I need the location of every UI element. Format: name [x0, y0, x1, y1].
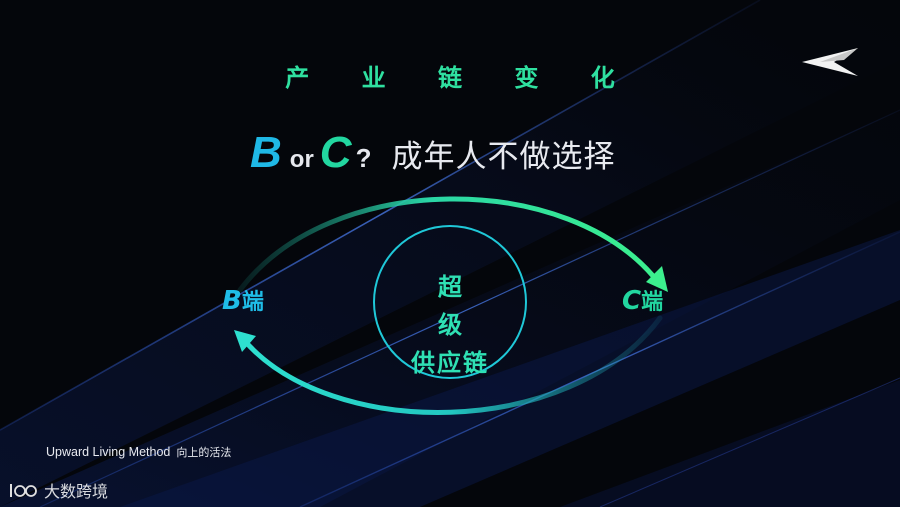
node-c-end: C端	[622, 284, 663, 316]
node-b-end: B端	[222, 284, 264, 316]
center-label: 超级 供应链	[378, 268, 522, 382]
node-c-suffix: 端	[641, 290, 664, 315]
slide-title: 产 业 链 变 化	[285, 64, 637, 92]
watermark-logo-icon	[10, 484, 37, 497]
node-c-letter: C	[622, 286, 642, 316]
logo-arrow-icon	[802, 48, 858, 76]
watermark: 大数跨境	[8, 478, 108, 502]
headline-or: or	[289, 146, 314, 173]
footer-caption: Upward Living Method 向上的活法	[46, 444, 231, 460]
headline: B or C ? 成年人不做选择	[250, 128, 615, 180]
center-circle	[373, 225, 527, 379]
headline-b: B	[250, 128, 282, 177]
footer-en: Upward Living Method	[46, 445, 171, 459]
node-b-letter: B	[222, 286, 242, 316]
footer-cn: 向上的活法	[176, 446, 232, 459]
watermark-text: 大数跨境	[44, 482, 109, 501]
arrowhead-right	[646, 266, 668, 292]
headline-c: C	[319, 128, 352, 177]
center-label-line2: 供应链	[411, 349, 489, 377]
arrowhead-left	[234, 330, 256, 352]
headline-question: ?	[355, 143, 372, 173]
node-b-suffix: 端	[241, 290, 264, 315]
center-label-line1: 超级	[438, 273, 496, 339]
headline-text: 成年人不做选择	[391, 139, 616, 175]
arc-c-to-b	[241, 315, 663, 415]
arc-b-to-c	[237, 196, 661, 293]
